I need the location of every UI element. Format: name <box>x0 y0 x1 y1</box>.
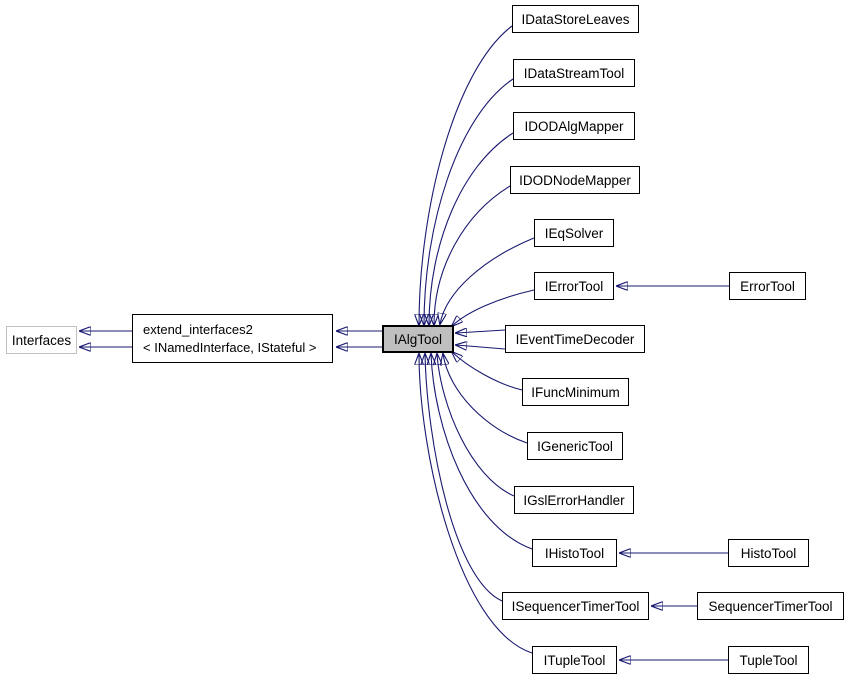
node-ifuncminimum[interactable]: IFuncMinimum <box>522 378 629 406</box>
edge-ieqsolver-ialgtool <box>440 237 535 324</box>
node-isequencertimertool[interactable]: ISequencerTimerTool <box>502 592 649 620</box>
edge-ierrortool-ialgtool <box>452 289 535 326</box>
node-extend-interfaces2[interactable]: extend_interfaces2 < INamedInterface, IS… <box>132 314 333 363</box>
node-ialgtool: IAlgTool <box>382 325 454 353</box>
node-interfaces[interactable]: Interfaces <box>6 326 77 354</box>
edge-idatastoreleaves-ialgtool <box>419 25 513 325</box>
node-histotool[interactable]: HistoTool <box>728 539 809 567</box>
edge-igslerrorhandler-ialgtool <box>437 354 515 497</box>
edge-idatastreamtool-ialgtool <box>424 78 514 325</box>
node-tupletool[interactable]: TupleTool <box>728 646 809 674</box>
edge-ieventtimedecoder-ialgtool-1 <box>456 330 506 333</box>
edge-ieventtimedecoder-ialgtool-2 <box>456 345 506 349</box>
extend-interfaces2-line1: extend_interfaces2 <box>143 321 253 337</box>
edge-idodnodemapper-ialgtool <box>434 185 511 325</box>
node-ieqsolver[interactable]: IEqSolver <box>534 219 614 247</box>
node-idatastoreleaves[interactable]: IDataStoreLeaves <box>512 5 639 33</box>
edge-ifuncminimum-ialgtool <box>452 352 523 391</box>
node-idodnodemapper[interactable]: IDODNodeMapper <box>510 166 640 194</box>
edge-igenerictool-ialgtool <box>443 354 528 444</box>
node-ierrortool[interactable]: IErrorTool <box>534 272 614 300</box>
edge-idodalgmapper-ialgtool <box>429 132 514 325</box>
node-idatastreamtool[interactable]: IDataStreamTool <box>513 59 635 87</box>
edge-isequencertimertool-ialgtool <box>425 354 503 602</box>
node-idodalgmapper[interactable]: IDODAlgMapper <box>513 112 635 140</box>
node-sequencertimertool[interactable]: SequencerTimerTool <box>697 592 844 620</box>
edge-itupletool-ialgtool <box>419 354 533 654</box>
node-igslerrorhandler[interactable]: IGslErrorHandler <box>514 486 634 514</box>
node-igenerictool[interactable]: IGenericTool <box>527 432 623 460</box>
node-errortool[interactable]: ErrorTool <box>729 272 806 300</box>
node-itupletool[interactable]: ITupleTool <box>532 646 617 674</box>
node-ieventtimedecoder[interactable]: IEventTimeDecoder <box>505 325 645 353</box>
edge-ihistotool-ialgtool <box>431 354 533 550</box>
extend-interfaces2-line2: < INamedInterface, IStateful > <box>143 339 317 355</box>
node-ihistotool[interactable]: IHistoTool <box>532 539 617 567</box>
